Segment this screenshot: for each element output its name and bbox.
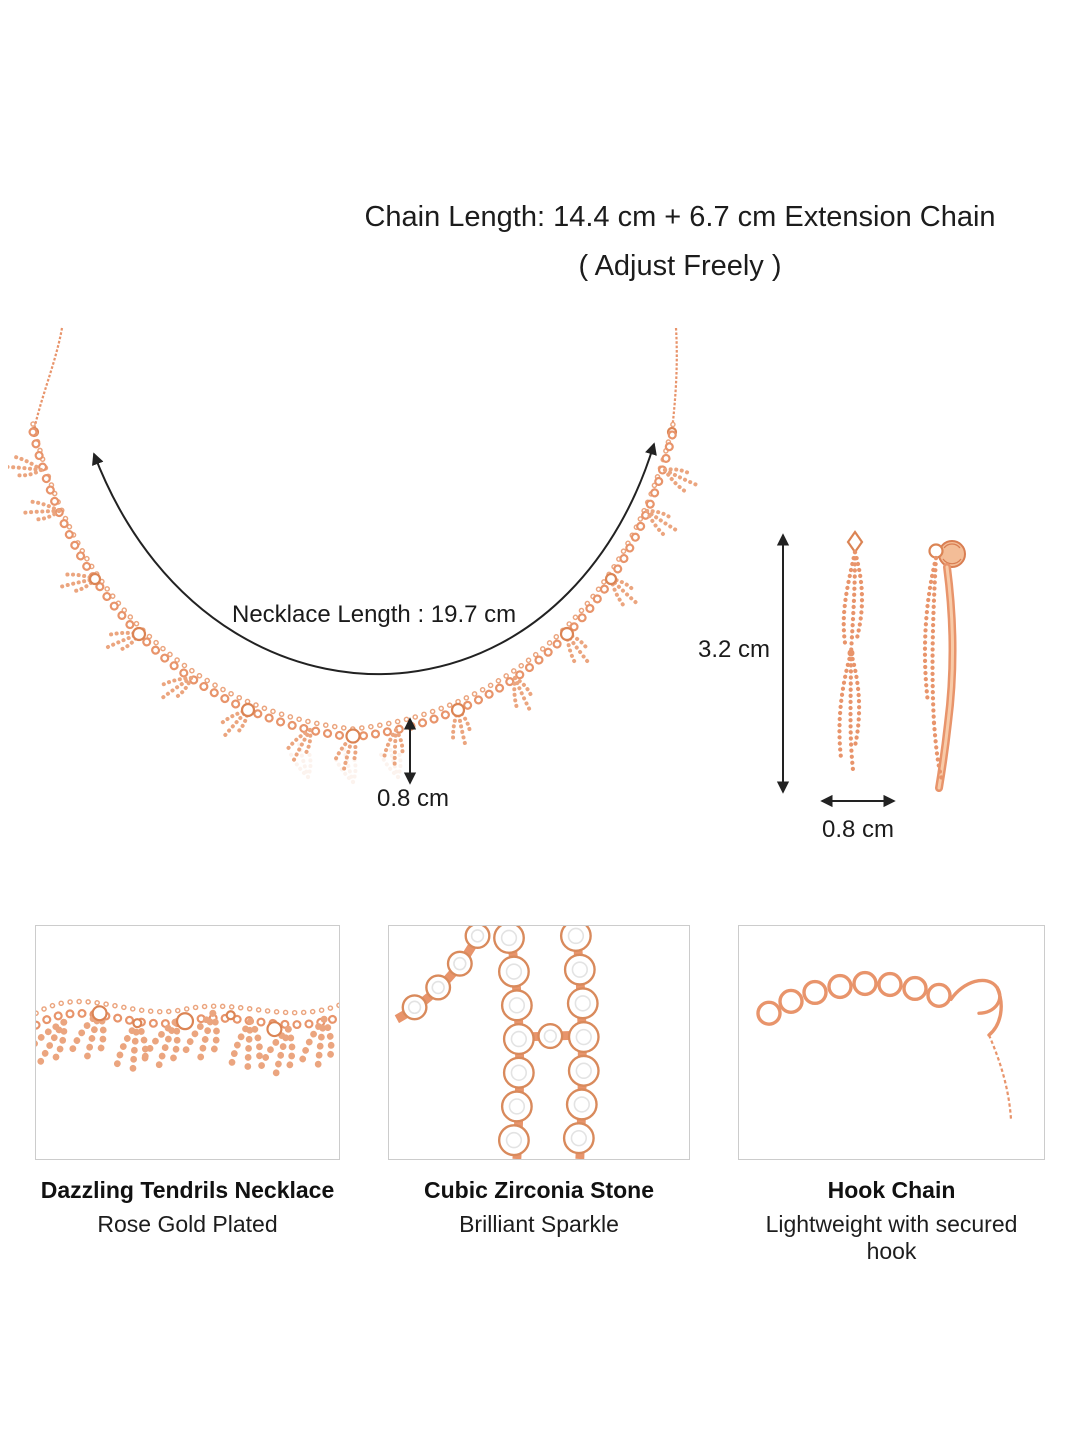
- card-title: Dazzling Tendrils Necklace: [40, 1177, 335, 1203]
- earring-side: [922, 540, 966, 792]
- cubic-zirconia-closeup-image: [388, 925, 690, 1160]
- card-title: Hook Chain: [827, 1177, 956, 1203]
- necklace-chain: [28, 327, 678, 438]
- chain-length-text: Chain Length: 14.4 cm + 6.7 cm Extension…: [364, 201, 996, 233]
- hook-clasp: [949, 978, 1003, 1037]
- earring-height-label: 3.2 cm: [697, 636, 770, 663]
- earring-height-arrow: [776, 533, 790, 794]
- necklace-length-arrow: [92, 442, 657, 676]
- card-title: Cubic Zirconia Stone: [423, 1177, 655, 1203]
- necklace-reflection: [287, 742, 403, 784]
- card-subtitle: Brilliant Sparkle: [459, 1211, 619, 1237]
- feature-card-necklace: Dazzling Tendrils Necklace Rose Gold Pla…: [35, 925, 340, 1238]
- feature-card-stone: Cubic Zirconia Stone Brilliant Sparkle: [388, 925, 690, 1238]
- earring-width-arrow: [820, 794, 896, 808]
- necklace-accent-stones: [88, 572, 618, 744]
- hook-chain-closeup-image: [738, 925, 1045, 1160]
- necklace-illustration: [8, 327, 700, 785]
- chain-rings: [756, 970, 952, 1026]
- earrings-illustration: [837, 530, 966, 792]
- card-subtitle: Lightweight with secured hook: [765, 1211, 1018, 1264]
- earring-width-label: 0.8 cm: [821, 816, 895, 843]
- necklace-band-width-label: 0.8 cm: [376, 785, 450, 812]
- card-subtitle: Rose Gold Plated: [97, 1211, 278, 1237]
- earring-front: [837, 530, 865, 773]
- necklace-length-label: Necklace Length : 19.7 cm: [232, 601, 517, 628]
- adjust-freely-text: ( Adjust Freely ): [578, 249, 782, 282]
- header: Chain Length: 14.4 cm + 6.7 cm Extension…: [300, 201, 1060, 283]
- necklace-closeup-image: [35, 925, 340, 1160]
- necklace-band: [28, 421, 678, 742]
- feature-card-hook-chain: Hook Chain Lightweight with secured hook: [738, 925, 1045, 1265]
